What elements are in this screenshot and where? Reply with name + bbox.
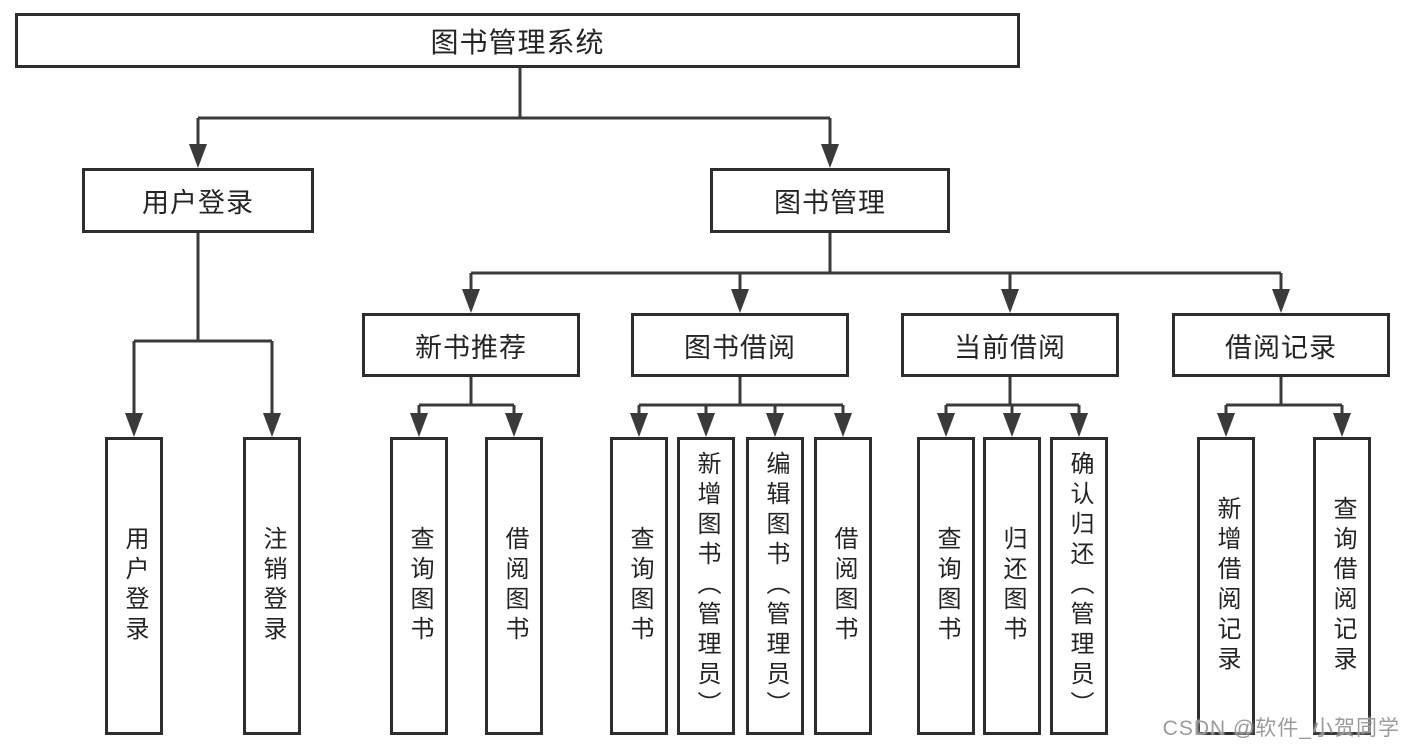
leaf-borrow-books-borrowing-label: 借阅图书 [830, 526, 857, 646]
leaf-return-books-label: 归还图书 [999, 526, 1026, 646]
arrowhead-icon [1333, 413, 1351, 437]
leaf-confirm-return-admin: 确认归还（管理员） [1050, 437, 1108, 735]
node-library-system: 图书管理系统 [15, 13, 1020, 68]
node-user-login-label: 用户登录 [142, 188, 254, 218]
leaf-confirm-return-admin-label: 确认归还（管理员） [1066, 451, 1093, 721]
node-book-borrowing-label: 图书借阅 [684, 332, 796, 363]
arrowhead-icon [766, 413, 784, 437]
leaf-edit-book-admin-label: 编辑图书（管理员） [762, 451, 789, 721]
leaf-query-books-current: 查询图书 [917, 437, 975, 735]
leaf-add-borrow-record-label: 新增借阅记录 [1213, 496, 1240, 676]
node-new-book-recommendation: 新书推荐 [362, 313, 580, 377]
arrowhead-icon [630, 413, 648, 437]
leaf-query-books-recommend-label: 查询图书 [406, 526, 433, 646]
arrowhead-icon [125, 413, 143, 437]
arrowhead-icon [697, 413, 715, 437]
node-current-borrowing: 当前借阅 [901, 313, 1119, 377]
arrowhead-icon [821, 144, 839, 168]
arrowhead-icon [189, 144, 207, 168]
arrowhead-icon [1001, 289, 1019, 313]
arrowhead-icon [731, 289, 749, 313]
arrowhead-icon [263, 413, 281, 437]
arrowhead-icon [1272, 289, 1290, 313]
arrowhead-icon [410, 413, 428, 437]
node-book-borrowing: 图书借阅 [631, 313, 849, 377]
node-user-login: 用户登录 [82, 168, 314, 233]
arrowhead-icon [1003, 413, 1021, 437]
leaf-user-login: 用户登录 [105, 437, 163, 735]
leaf-borrow-books-recommend-label: 借阅图书 [501, 526, 528, 646]
leaf-query-borrow-record-label: 查询借阅记录 [1329, 496, 1356, 676]
leaf-return-books: 归还图书 [983, 437, 1041, 735]
leaf-edit-book-admin: 编辑图书（管理员） [746, 437, 804, 735]
leaf-query-borrow-record: 查询借阅记录 [1313, 437, 1371, 735]
leaf-add-book-admin: 新增图书（管理员） [677, 437, 735, 735]
leaf-borrow-books-recommend: 借阅图书 [485, 437, 543, 735]
leaf-query-books-recommend: 查询图书 [390, 437, 448, 735]
node-new-book-recommendation-label: 新书推荐 [415, 332, 527, 363]
node-book-management-label: 图书管理 [774, 188, 886, 218]
leaf-query-books-borrowing: 查询图书 [610, 437, 668, 735]
leaf-logout-label: 注销登录 [259, 526, 286, 646]
leaf-borrow-books-borrowing: 借阅图书 [814, 437, 872, 735]
arrowhead-icon [462, 289, 480, 313]
leaf-logout: 注销登录 [243, 437, 301, 735]
node-borrowing-records: 借阅记录 [1172, 313, 1390, 377]
leaf-query-books-borrowing-label: 查询图书 [626, 526, 653, 646]
csdn-watermark: CSDN @软件_小贺同学 [1162, 717, 1400, 740]
leaf-query-books-current-label: 查询图书 [933, 526, 960, 646]
arrowhead-icon [1217, 413, 1235, 437]
node-current-borrowing-label: 当前借阅 [954, 332, 1066, 363]
leaf-add-book-admin-label: 新增图书（管理员） [693, 451, 720, 721]
node-borrowing-records-label: 借阅记录 [1225, 332, 1337, 363]
arrowhead-icon [505, 413, 523, 437]
leaf-add-borrow-record: 新增借阅记录 [1197, 437, 1255, 735]
node-library-system-label: 图书管理系统 [430, 26, 605, 58]
arrowhead-icon [834, 413, 852, 437]
node-book-management: 图书管理 [710, 168, 950, 233]
arrowhead-icon [1070, 413, 1088, 437]
arrowhead-icon [937, 413, 955, 437]
leaf-user-login-label: 用户登录 [121, 526, 148, 646]
